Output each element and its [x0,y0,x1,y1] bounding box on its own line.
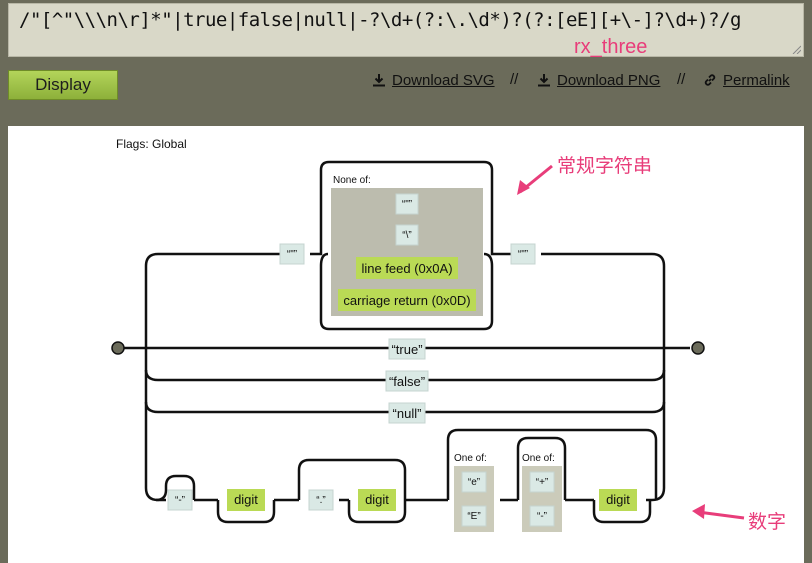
digit-box [227,489,265,511]
end-node [691,341,705,355]
start-node [111,341,125,355]
regex-input[interactable]: /"[^"\\\n\r]*"|true|false|null|-?\d+(?:\… [8,3,804,58]
number-annotation: 数字 [748,511,786,533]
sign-item-box [529,505,555,527]
link-icon [704,74,716,86]
annotation-arrow-head [517,180,530,195]
none-of-item-box [356,257,458,279]
download-icon [373,74,385,87]
none-of-label: None of: [333,175,371,186]
annotation-arrow [697,510,745,520]
exponent-e: “e” [468,477,480,488]
minus-literal-box [167,489,193,511]
number-rail [144,402,166,502]
optional-rail [297,458,407,500]
resize-grip-icon[interactable] [791,44,801,54]
none-of-carriage-return: carriage return (0x0D) [343,293,470,308]
none-of-item-box [395,224,419,246]
flags-label: Flags: Global [116,137,187,151]
none-of-quote: “"” [402,199,412,210]
permalink-label: Permalink [723,72,790,89]
string-rail [310,160,513,256]
digit-loop [592,500,652,524]
string-rail [541,252,666,348]
optional-rail [155,474,196,502]
string-annotation: 常规字符串 [557,155,652,177]
literal-box [385,370,429,392]
none-of-item-box [395,193,419,215]
loop-rail [319,252,494,331]
download-icon [538,74,550,87]
optional-rail [446,428,658,500]
sign-one-of-label: One of: [522,453,555,464]
download-png-link[interactable]: Download PNG [537,72,660,89]
permalink-link[interactable]: Permalink [703,72,790,89]
download-svg-label: Download SVG [392,72,495,89]
digit-loop [347,500,407,524]
open-quote-literal: “"” [287,249,297,260]
none-of-line-feed: line feed (0x0A) [361,261,452,276]
open-quote-box [279,243,305,265]
none-of-item-box [338,289,476,311]
railroad-canvas: Flags: Global “"” “"” None of: “"” “\” l… [8,126,804,563]
download-png-label: Download PNG [557,72,661,89]
close-quote-literal: “"” [518,249,528,260]
close-quote-box [510,243,536,265]
literal-false: “false” [389,374,425,389]
separator: // [510,71,519,88]
separator: // [677,71,686,88]
digit-label: digit [365,492,389,507]
railroad-diagram: Flags: Global “"” “"” None of: “"” “\” l… [111,137,786,533]
digit-label: digit [234,492,258,507]
display-button[interactable]: Display [8,70,118,100]
string-rail [144,252,282,348]
digit-label: digit [606,492,630,507]
sign-minus: “-” [537,511,547,522]
digit-loop [216,500,276,524]
dot-literal-box [308,489,334,511]
sign-item-box [529,471,555,493]
none-of-backslash: “\” [402,230,411,241]
digit-box [599,489,637,511]
optional-rail [516,436,567,500]
literal-null: “null” [393,406,422,421]
sign-plus: “+” [536,477,549,488]
exponent-one-of-label: One of: [454,453,487,464]
minus-literal: “-” [175,495,185,506]
literal-box [388,402,426,424]
annotation-arrow-head [692,504,705,519]
download-svg-link[interactable]: Download SVG [372,72,495,89]
exponent-item-box [461,505,487,527]
regex-note-label: rx_three [574,36,648,58]
dot-literal: “.” [316,495,325,506]
exponent-E: “E” [467,511,480,522]
digit-box [358,489,396,511]
regex-text[interactable]: /"[^"\\\n\r]*"|true|false|null|-?\d+(?:\… [19,9,741,31]
exponent-item-box [461,471,487,493]
literal-true: “true” [391,342,422,357]
literal-box [388,338,426,360]
number-rail [194,402,666,502]
